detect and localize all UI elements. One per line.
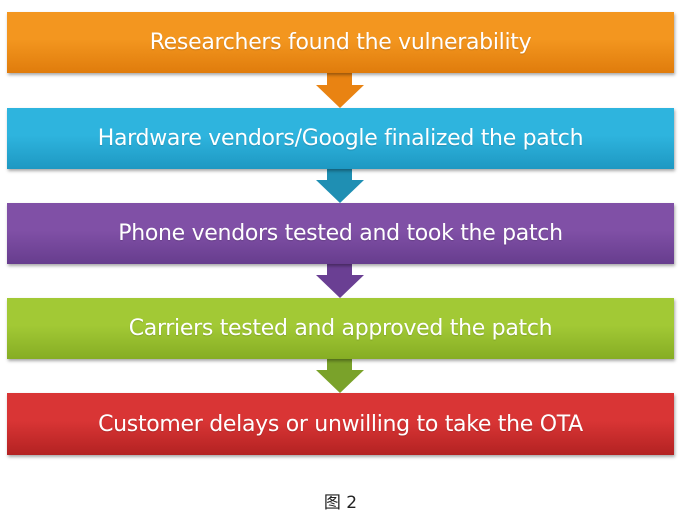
step-box-vendors-finalized: Hardware vendors/Google finalized the pa… [7, 108, 674, 169]
down-arrow-icon [316, 264, 364, 298]
down-arrow-icon [316, 73, 364, 108]
step-box-researchers-found: Researchers found the vulnerability [7, 12, 674, 73]
step-label: Carriers tested and approved the patch [128, 316, 553, 341]
arrow-shape [316, 264, 364, 298]
step-label: Phone vendors tested and took the patch [118, 221, 563, 246]
down-arrow-icon [316, 169, 364, 203]
arrow-shape [316, 73, 364, 108]
step-box-customer: Customer delays or unwilling to take the… [7, 393, 674, 455]
arrow-shape [316, 359, 364, 393]
step-label: Researchers found the vulnerability [149, 30, 532, 55]
down-arrow-icon [316, 359, 364, 393]
figure-caption: 图 2 [323, 493, 358, 513]
arrow-shape [316, 169, 364, 203]
step-box-phone-vendors: Phone vendors tested and took the patch [7, 203, 674, 264]
step-label: Customer delays or unwilling to take the… [98, 411, 583, 437]
step-label: Hardware vendors/Google finalized the pa… [97, 126, 584, 151]
step-box-carriers: Carriers tested and approved the patch [7, 298, 674, 359]
